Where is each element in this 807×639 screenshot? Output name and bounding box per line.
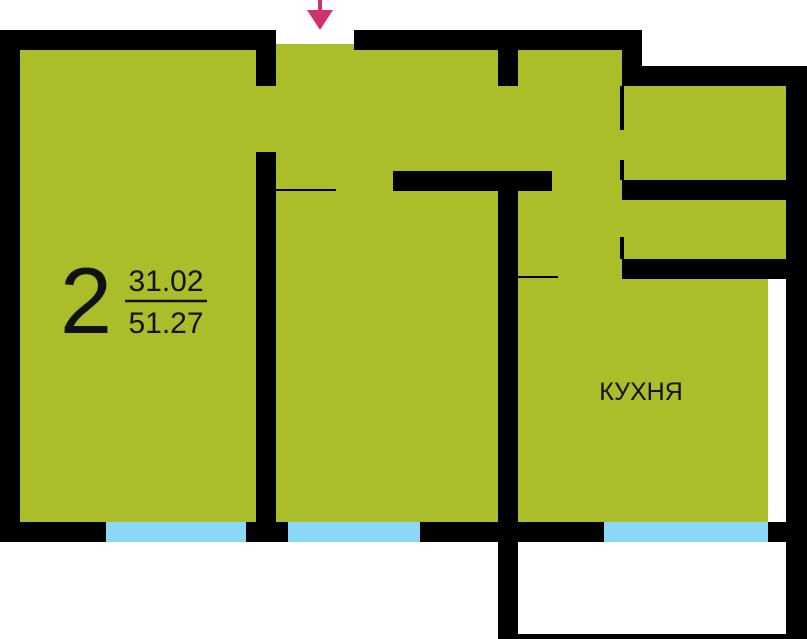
entrance-arrow-icon — [307, 0, 333, 30]
floor-areas — [20, 44, 786, 522]
wall-right-outer — [786, 66, 807, 542]
wall-bottom-left-a — [0, 522, 106, 542]
room-floor-kitchen[interactable] — [518, 278, 768, 522]
wall-left — [0, 30, 20, 542]
wall-partition-left — [256, 152, 276, 542]
wall-bath-divider — [622, 180, 807, 200]
wall-right-upper — [622, 66, 807, 86]
living-area: 31.02 — [128, 265, 203, 298]
door-lines — [276, 189, 558, 278]
wall-wc-jamb — [620, 237, 624, 259]
wall-balcony-right — [786, 542, 807, 639]
windows — [106, 522, 768, 542]
rooms-count: 2 — [60, 248, 112, 353]
corridor-floor — [256, 44, 622, 194]
window-middle-room — [288, 522, 420, 542]
window-living — [106, 522, 246, 542]
wall-partition-center-top — [498, 50, 518, 86]
room-floor-wc[interactable] — [622, 200, 786, 260]
window-kitchen — [604, 522, 768, 542]
room-floor-living[interactable] — [20, 50, 256, 522]
total-area: 51.27 — [128, 307, 203, 340]
room-floor-bath[interactable] — [622, 86, 786, 182]
wall-balcony-bottom — [498, 634, 807, 639]
wall-horizontal-stub — [393, 171, 552, 191]
wall-partition-left-top — [256, 50, 276, 86]
wall-balcony-left — [498, 542, 518, 639]
wall-bath-jamb-b — [620, 160, 624, 180]
kitchen-label: КУХНЯ — [599, 378, 683, 406]
room-floor-middle[interactable] — [276, 190, 498, 522]
room-floor-hall — [518, 190, 622, 290]
wall-step-top — [622, 30, 642, 66]
wall-partition-center — [498, 190, 518, 542]
wall-wc-divider — [622, 259, 807, 279]
walls — [0, 30, 807, 639]
wall-top-right — [354, 30, 642, 50]
wall-bath-jamb-a — [620, 86, 624, 130]
wall-top-left — [0, 30, 276, 50]
